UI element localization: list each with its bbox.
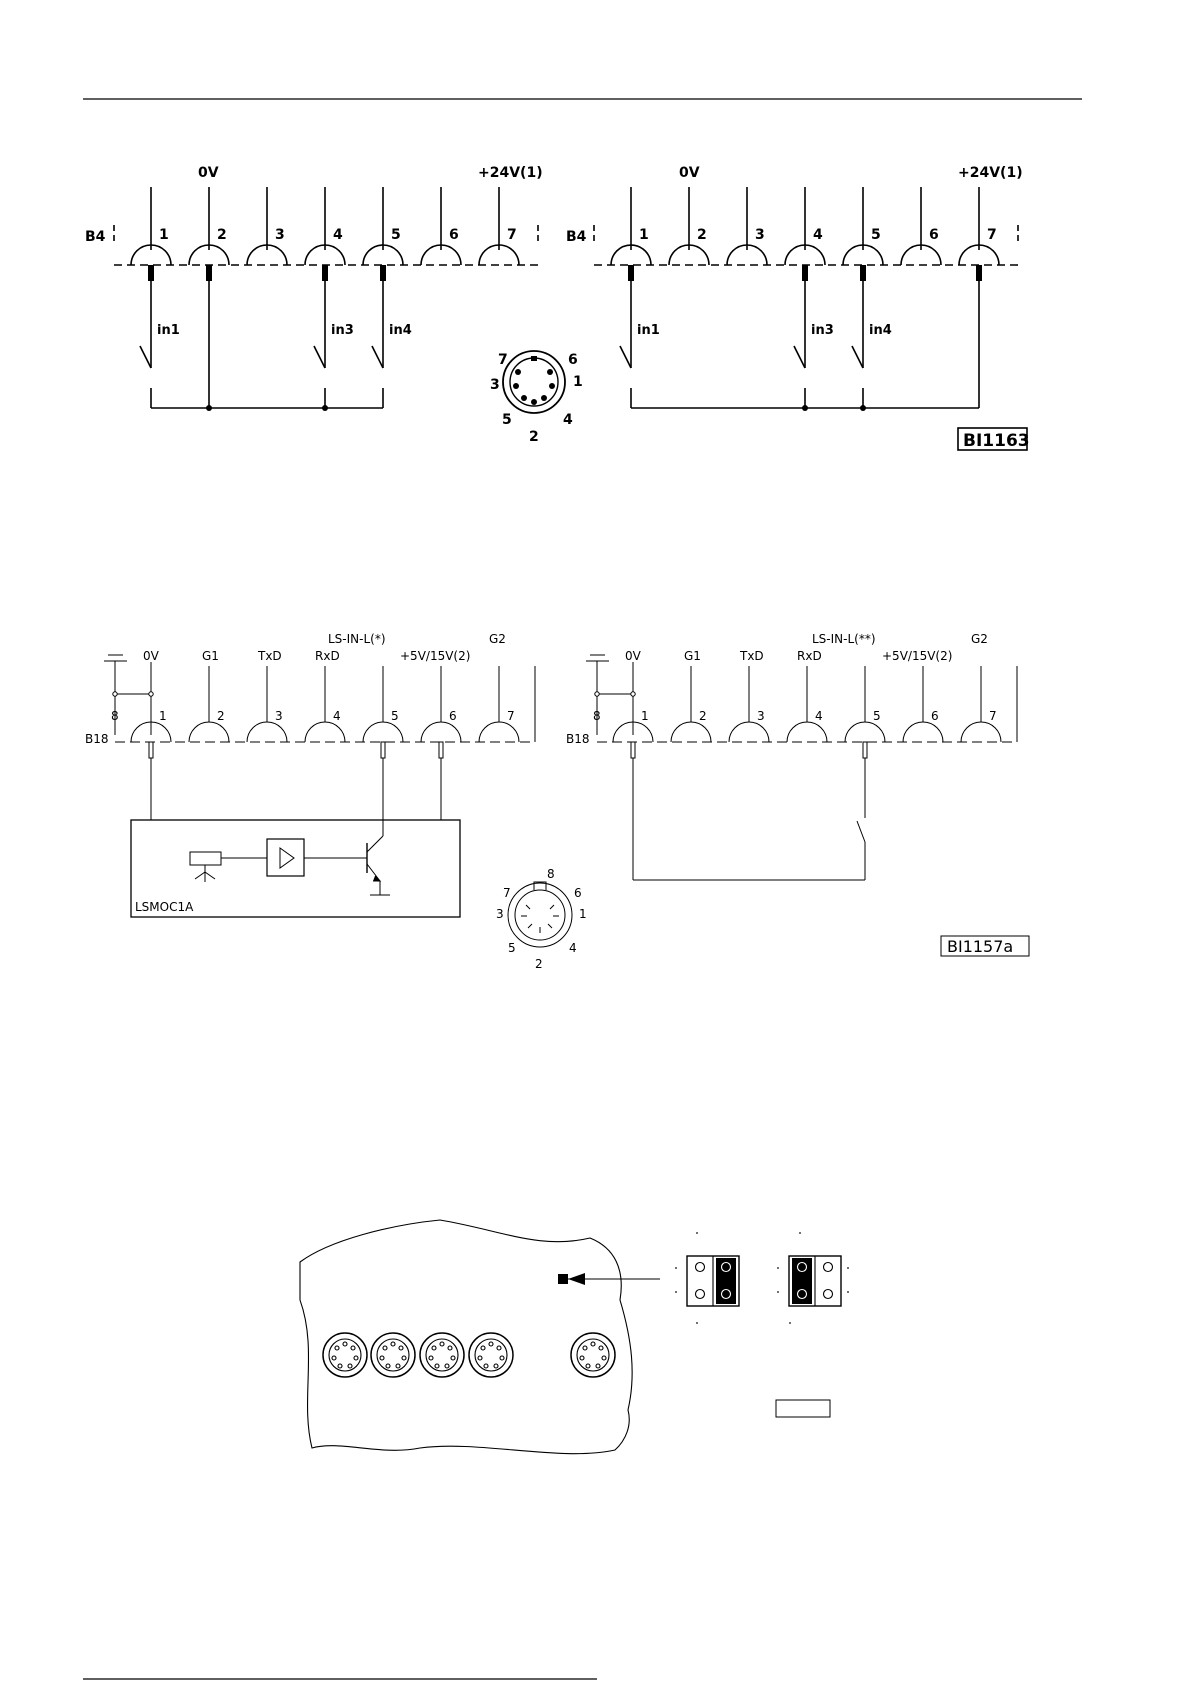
socket-pin-label: 2 [529, 429, 539, 445]
pin-number: 6 [449, 709, 457, 723]
pin-number: 7 [507, 709, 515, 723]
pin-number: 4 [333, 709, 341, 723]
round-connector [371, 1333, 415, 1377]
pin-number: 2 [217, 227, 227, 243]
b4-left-schematic: B4 0V +24V(1) 1 2 3 [85, 165, 543, 411]
signal-label: +5V/15V(2) [882, 649, 952, 663]
pin-number: 4 [333, 227, 343, 243]
pin-number: 7 [507, 227, 517, 243]
device-housing-outline [300, 1220, 632, 1454]
diagram-jumper-location: + [300, 1220, 849, 1454]
b4-right-schematic: B4 0V +24V(1) 1 2 3 4 5 6 [566, 165, 1023, 411]
signal-label: TxD [257, 649, 282, 663]
connector-label-b4-left: B4 [85, 229, 106, 245]
signal-label: G2 [971, 632, 988, 646]
label-24v-left: +24V(1) [478, 165, 543, 181]
input-label-in1: in1 [637, 323, 660, 338]
pin-number: 3 [757, 709, 765, 723]
switch-contact [140, 346, 151, 368]
socket-7pin-front-view: 7 6 3 1 5 4 2 [490, 351, 583, 445]
pin-number: 1 [159, 709, 167, 723]
socket-pin-label: 1 [573, 374, 583, 390]
pin-number: 6 [929, 227, 939, 243]
signal-label: LS-IN-L(*) [328, 632, 386, 646]
signal-label: 0V [625, 649, 642, 663]
signal-label: G1 [202, 649, 219, 663]
input-label-in4: in4 [389, 323, 412, 338]
signal-label: RxD [315, 649, 340, 663]
figure-label-box [776, 1400, 830, 1417]
pin-number: 1 [639, 227, 649, 243]
socket-8pin-front-view: 8 7 6 3 1 5 4 2 [496, 867, 587, 971]
pin-number: 3 [275, 709, 283, 723]
connector-label-b4-right: B4 [566, 229, 587, 245]
figure-id-bi1163: BI1163 [963, 431, 1030, 451]
pin-number: 2 [217, 709, 225, 723]
pin-number: 2 [699, 709, 707, 723]
socket-pin-label: 8 [547, 867, 555, 881]
round-connector [571, 1333, 615, 1377]
pin-number: 4 [815, 709, 823, 723]
socket-pin-label: 3 [490, 377, 500, 393]
pin-number: 4 [813, 227, 823, 243]
signal-label: 0V [143, 649, 160, 663]
pin-number: 5 [391, 709, 399, 723]
socket-pin-label: 6 [574, 886, 582, 900]
diagram-b4: B4 0V +24V(1) 1 2 3 [85, 165, 1030, 451]
socket-pin-label: 4 [563, 412, 573, 428]
pin-number: 5 [871, 227, 881, 243]
round-connector [323, 1333, 367, 1377]
socket-pin-label: 7 [498, 352, 508, 368]
signal-label: TxD [739, 649, 764, 663]
pin-number: 1 [641, 709, 649, 723]
pin-number: 3 [275, 227, 285, 243]
label-0v-left: 0V [198, 165, 219, 181]
jumper-setting-a [687, 1256, 739, 1306]
pin-number: 5 [873, 709, 881, 723]
signal-label: G2 [489, 632, 506, 646]
arrow-icon [568, 1273, 585, 1285]
socket-pin-label: 3 [496, 907, 504, 921]
input-label-in1: in1 [157, 323, 180, 338]
socket-pin-label: 1 [579, 907, 587, 921]
connector-label-b18-left: B18 [85, 732, 109, 746]
signal-label: +5V/15V(2) [400, 649, 470, 663]
pin-number: 8 [593, 709, 601, 723]
sensor-module-label: LSMOC1A [135, 900, 194, 914]
signal-label: LS-IN-L(**) [812, 632, 876, 646]
round-connector [469, 1333, 513, 1377]
pin-number: 7 [989, 709, 997, 723]
pin-number: 6 [931, 709, 939, 723]
pin-number: 1 [159, 227, 169, 243]
socket-pin-label: 5 [502, 412, 512, 428]
svg-text:+: + [560, 1276, 568, 1286]
socket-pin-label: 4 [569, 941, 577, 955]
socket-pin-label: 5 [508, 941, 516, 955]
label-0v-right: 0V [679, 165, 700, 181]
jumper-setting-b [789, 1256, 841, 1306]
pin-number: 2 [697, 227, 707, 243]
input-label-in4: in4 [869, 323, 892, 338]
socket-pin-label: 2 [535, 957, 543, 971]
pin-number: 7 [987, 227, 997, 243]
connector-label-b18-right: B18 [566, 732, 590, 746]
b18-right-schematic: B18 0V G1 TxD RxD LS-IN-L(**) +5V/15V(2)… [566, 632, 1017, 880]
input-label-in3: in3 [331, 323, 354, 338]
pin-number: 6 [449, 227, 459, 243]
pin-number: 5 [391, 227, 401, 243]
input-label-in3: in3 [811, 323, 834, 338]
socket-pin-label: 6 [568, 352, 578, 368]
diagram-b18: B18 0V G1 TxD RxD LS-IN-L(*) +5V/15V(2) … [85, 632, 1029, 971]
figure-id-bi1157a: BI1157a [947, 937, 1013, 956]
label-24v-right: +24V(1) [958, 165, 1023, 181]
round-connector [420, 1333, 464, 1377]
signal-label: G1 [684, 649, 701, 663]
signal-label: RxD [797, 649, 822, 663]
socket-pin-label: 7 [503, 886, 511, 900]
b18-left-schematic: B18 0V G1 TxD RxD LS-IN-L(*) +5V/15V(2) … [85, 632, 535, 917]
pin-number: 3 [755, 227, 765, 243]
pin-number: 8 [111, 709, 119, 723]
